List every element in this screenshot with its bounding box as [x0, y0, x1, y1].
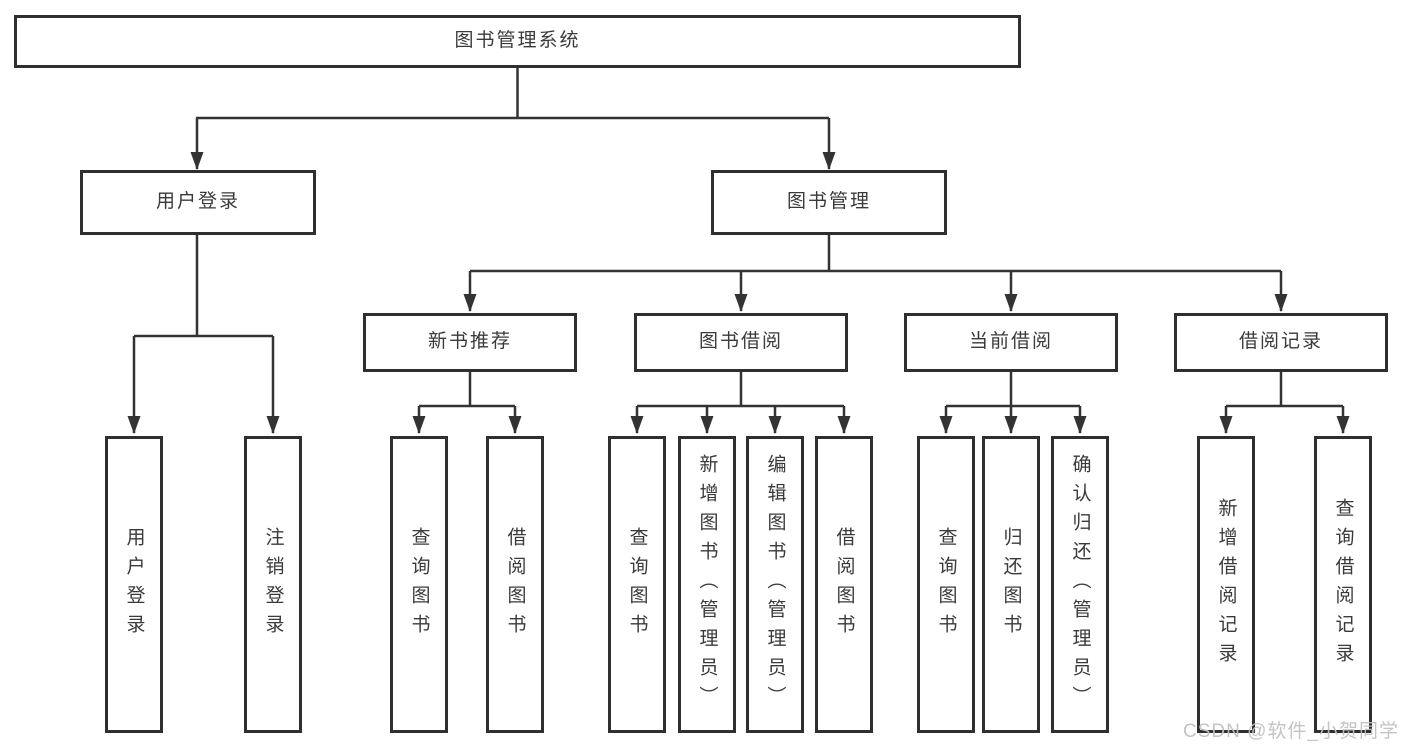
leaf-label: 归还图书 — [1000, 526, 1022, 643]
leaf-label: 查询借阅记录 — [1332, 497, 1354, 672]
leaf-borrow-borrow-books: 借阅图书 — [815, 436, 873, 733]
node-user-login: 用户登录 — [80, 170, 316, 235]
leaf-logout-login: 注销登录 — [244, 436, 302, 733]
leaf-recommend-query-books: 查询图书 — [390, 436, 448, 733]
leaf-user-login: 用户登录 — [105, 436, 163, 733]
node-label: 新书推荐 — [427, 331, 512, 353]
leaf-label: 新增借阅记录 — [1215, 497, 1237, 672]
node-current-borrow: 当前借阅 — [904, 313, 1118, 372]
node-label: 图书管理系统 — [454, 30, 581, 52]
leaf-label: 查询图书 — [408, 526, 430, 643]
leaf-borrow-add-books-admin: 新增图书（管理员） — [678, 436, 736, 733]
node-label: 图书管理 — [786, 191, 871, 213]
node-label: 用户登录 — [155, 191, 240, 213]
leaf-label: 借阅图书 — [504, 526, 526, 643]
node-library-system: 图书管理系统 — [14, 15, 1021, 68]
node-new-book-recommend: 新书推荐 — [363, 313, 577, 372]
leaf-current-confirm-return-admin: 确认归还（管理员） — [1051, 436, 1109, 733]
leaf-borrow-edit-books-admin: 编辑图书（管理员） — [746, 436, 804, 733]
leaf-current-query-books: 查询图书 — [917, 436, 975, 733]
leaf-label: 新增图书（管理员） — [696, 454, 718, 715]
leaf-label: 查询图书 — [626, 526, 648, 643]
node-label: 当前借阅 — [968, 331, 1053, 353]
leaf-label: 用户登录 — [123, 526, 145, 643]
node-book-management: 图书管理 — [711, 170, 947, 235]
leaf-borrow-query-books: 查询图书 — [608, 436, 666, 733]
leaf-label: 编辑图书（管理员） — [764, 454, 786, 715]
csdn-watermark: CSDN @软件_小贺同学 — [1183, 721, 1399, 742]
leaf-current-return-books: 归还图书 — [982, 436, 1040, 733]
node-label: 图书借阅 — [698, 331, 783, 353]
node-label: 借阅记录 — [1238, 331, 1323, 353]
leaf-records-add-borrow-record: 新增借阅记录 — [1197, 436, 1255, 733]
leaf-recommend-borrow-books: 借阅图书 — [486, 436, 544, 733]
leaf-records-query-borrow-record: 查询借阅记录 — [1314, 436, 1372, 733]
node-borrow-records: 借阅记录 — [1174, 313, 1388, 372]
leaf-label: 借阅图书 — [833, 526, 855, 643]
leaf-label: 查询图书 — [935, 526, 957, 643]
node-book-borrow: 图书借阅 — [634, 313, 848, 372]
leaf-label: 注销登录 — [262, 526, 284, 643]
leaf-label: 确认归还（管理员） — [1069, 454, 1091, 715]
